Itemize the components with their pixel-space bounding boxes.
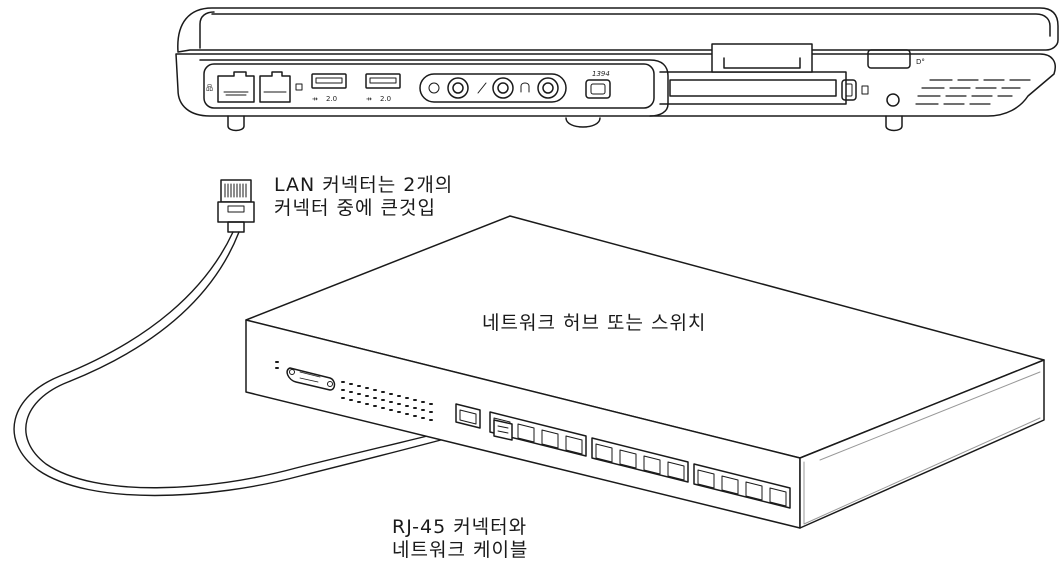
plugged-rj45-connector bbox=[493, 419, 513, 441]
hub-side-face bbox=[799, 359, 1045, 529]
lan-connector-label-line-1: LAN 커넥터는 2개의 bbox=[274, 174, 454, 196]
laptop-firewire-port: 1394 bbox=[585, 70, 611, 99]
hub-status-leds bbox=[341, 381, 433, 421]
laptop-vents bbox=[915, 79, 1031, 105]
hub-uplink-port bbox=[455, 403, 481, 429]
lan-port-icon: 品 bbox=[206, 84, 213, 92]
usb-icon: ⇸ bbox=[366, 95, 372, 103]
lan-connector-label-line-2: 커넥터 중에 큰것입 bbox=[274, 197, 436, 219]
rj45-cable-label-line-2: 네트워크 케이블 bbox=[392, 539, 529, 561]
laptop-pc-card-slot bbox=[669, 79, 837, 97]
laptop-usb-port-1: 2.0 ⇸ bbox=[311, 73, 347, 103]
hub-serial-port bbox=[286, 367, 336, 391]
usb-version-label: 2.0 bbox=[380, 95, 391, 103]
microphone-icon bbox=[477, 82, 487, 94]
wireless-switch bbox=[867, 49, 911, 69]
hub-port-group-3 bbox=[693, 463, 791, 509]
lan-connector-label: LAN 커넥터는 2개의 커넥터 중에 큰것입 bbox=[274, 174, 453, 220]
laptop-usb-port-2: 2.0 ⇸ bbox=[365, 73, 401, 103]
laptop-side-view: 品 2.0 ⇸ 2.0 ⇸ 1394 bbox=[175, 7, 1059, 132]
laptop-base bbox=[175, 53, 1056, 117]
laptop-audio-jacks bbox=[419, 73, 567, 103]
usb-version-label: 2.0 bbox=[326, 95, 337, 103]
firewire-label: 1394 bbox=[592, 70, 610, 78]
network-hub bbox=[245, 215, 1045, 529]
hub-port-group-2 bbox=[591, 437, 689, 483]
modem-port-icon bbox=[295, 83, 303, 91]
network-hub-label: 네트워크 허브 또는 스위치 bbox=[482, 312, 707, 334]
laptop-foot-right bbox=[885, 115, 903, 132]
headphone-icon bbox=[520, 82, 530, 93]
wireless-icon: D° bbox=[916, 58, 925, 66]
laptop-modem-port bbox=[259, 71, 291, 103]
rj45-cable-label: RJ-45 커넥터와 네트워크 케이블 bbox=[392, 516, 528, 562]
laptop-foot-middle bbox=[565, 117, 601, 128]
laptop-foot-left bbox=[227, 115, 245, 132]
rj45-cable-label-line-1: RJ-45 커넥터와 bbox=[392, 516, 528, 538]
rj45-plug-icon bbox=[217, 179, 255, 233]
usb-icon: ⇸ bbox=[312, 95, 318, 103]
spdif-icon bbox=[428, 82, 440, 94]
laptop-lid bbox=[177, 7, 1059, 53]
network-cable bbox=[13, 231, 501, 497]
laptop-lan-port bbox=[217, 71, 255, 103]
